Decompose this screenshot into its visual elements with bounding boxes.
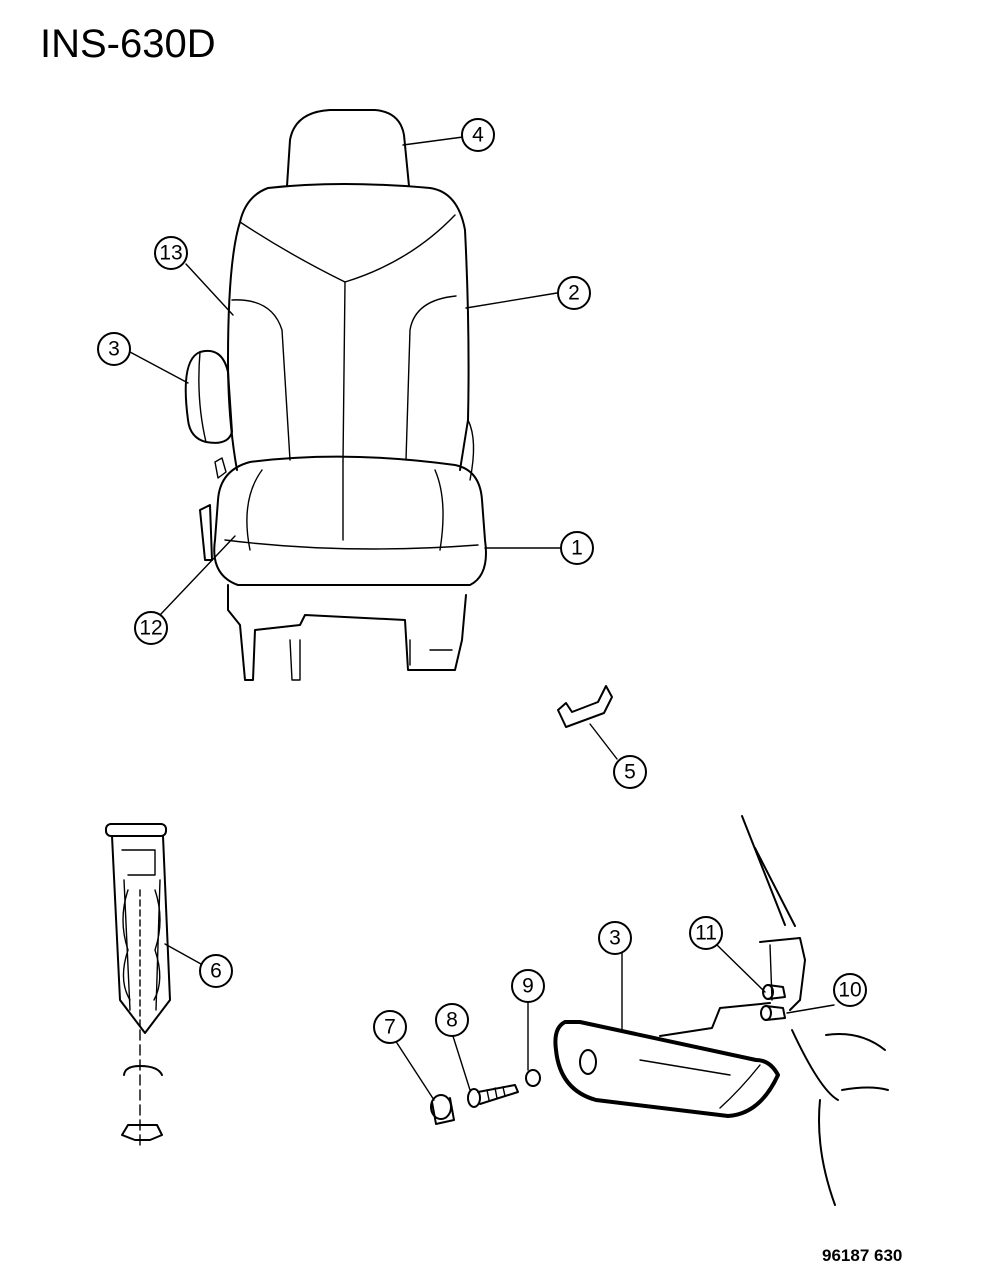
seat-side-detail [741,815,889,1206]
callout-1: 1 [560,531,594,565]
callout-9: 9 [511,969,545,1003]
callout-4: 4 [461,118,495,152]
callout-5: 5 [613,755,647,789]
seat-base [227,584,467,681]
callout-12: 12 [134,611,168,645]
callout-3b: 3 [598,921,632,955]
callout-13: 13 [154,236,188,270]
cap [430,1094,455,1125]
svg-text:12: 12 [139,617,162,640]
callout-3: 3 [97,332,131,366]
seat-back [227,183,470,471]
callout-2: 2 [557,276,591,310]
callout-7: 7 [373,1010,407,1044]
svg-text:6: 6 [210,960,222,983]
drawing-code: 96187 630 [822,1246,903,1265]
armrest-detail [553,1002,780,1118]
callout-6: 6 [199,954,233,988]
svg-text:7: 7 [384,1016,396,1039]
diagram-title: INS-630D [40,22,216,66]
svg-text:13: 13 [159,242,182,265]
leader-lines [129,136,835,1101]
seat-cushion [213,455,487,586]
svg-text:3: 3 [108,338,120,361]
svg-text:2: 2 [568,282,580,305]
seat-assembly [199,109,487,681]
armrest [184,350,233,444]
svg-text:5: 5 [624,761,636,784]
screw [467,1084,519,1108]
callout-8: 8 [435,1003,469,1037]
svg-text:3: 3 [609,927,621,950]
svg-text:9: 9 [522,975,534,998]
svg-text:1: 1 [571,537,583,560]
svg-text:4: 4 [472,124,484,147]
clip [557,685,613,728]
hinge-bracket [105,823,171,1151]
callout-10: 10 [833,973,867,1007]
washer [525,1069,541,1087]
svg-text:11: 11 [695,922,717,945]
headrest [286,109,410,187]
callout-11: 11 [689,916,723,950]
svg-text:10: 10 [838,979,861,1002]
svg-text:8: 8 [446,1009,458,1032]
